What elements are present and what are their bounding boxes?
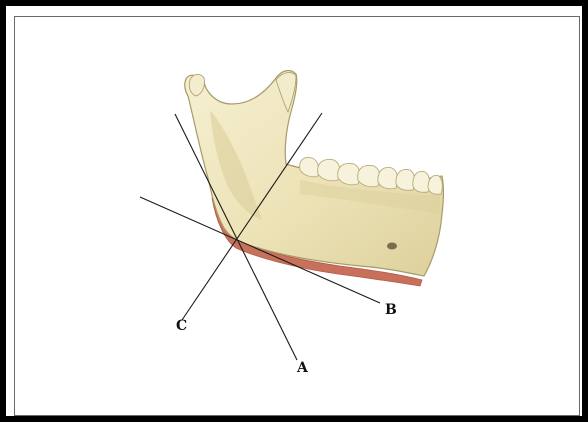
tooth	[318, 160, 340, 181]
tooth	[338, 164, 360, 185]
tooth	[413, 172, 430, 193]
tooth	[358, 166, 380, 187]
tooth	[378, 168, 398, 189]
mental-foramen	[387, 243, 397, 250]
label-a: A	[297, 361, 308, 375]
label-c: C	[176, 319, 187, 333]
tooth	[396, 170, 415, 191]
tooth	[428, 176, 442, 195]
label-b: B	[385, 303, 397, 317]
